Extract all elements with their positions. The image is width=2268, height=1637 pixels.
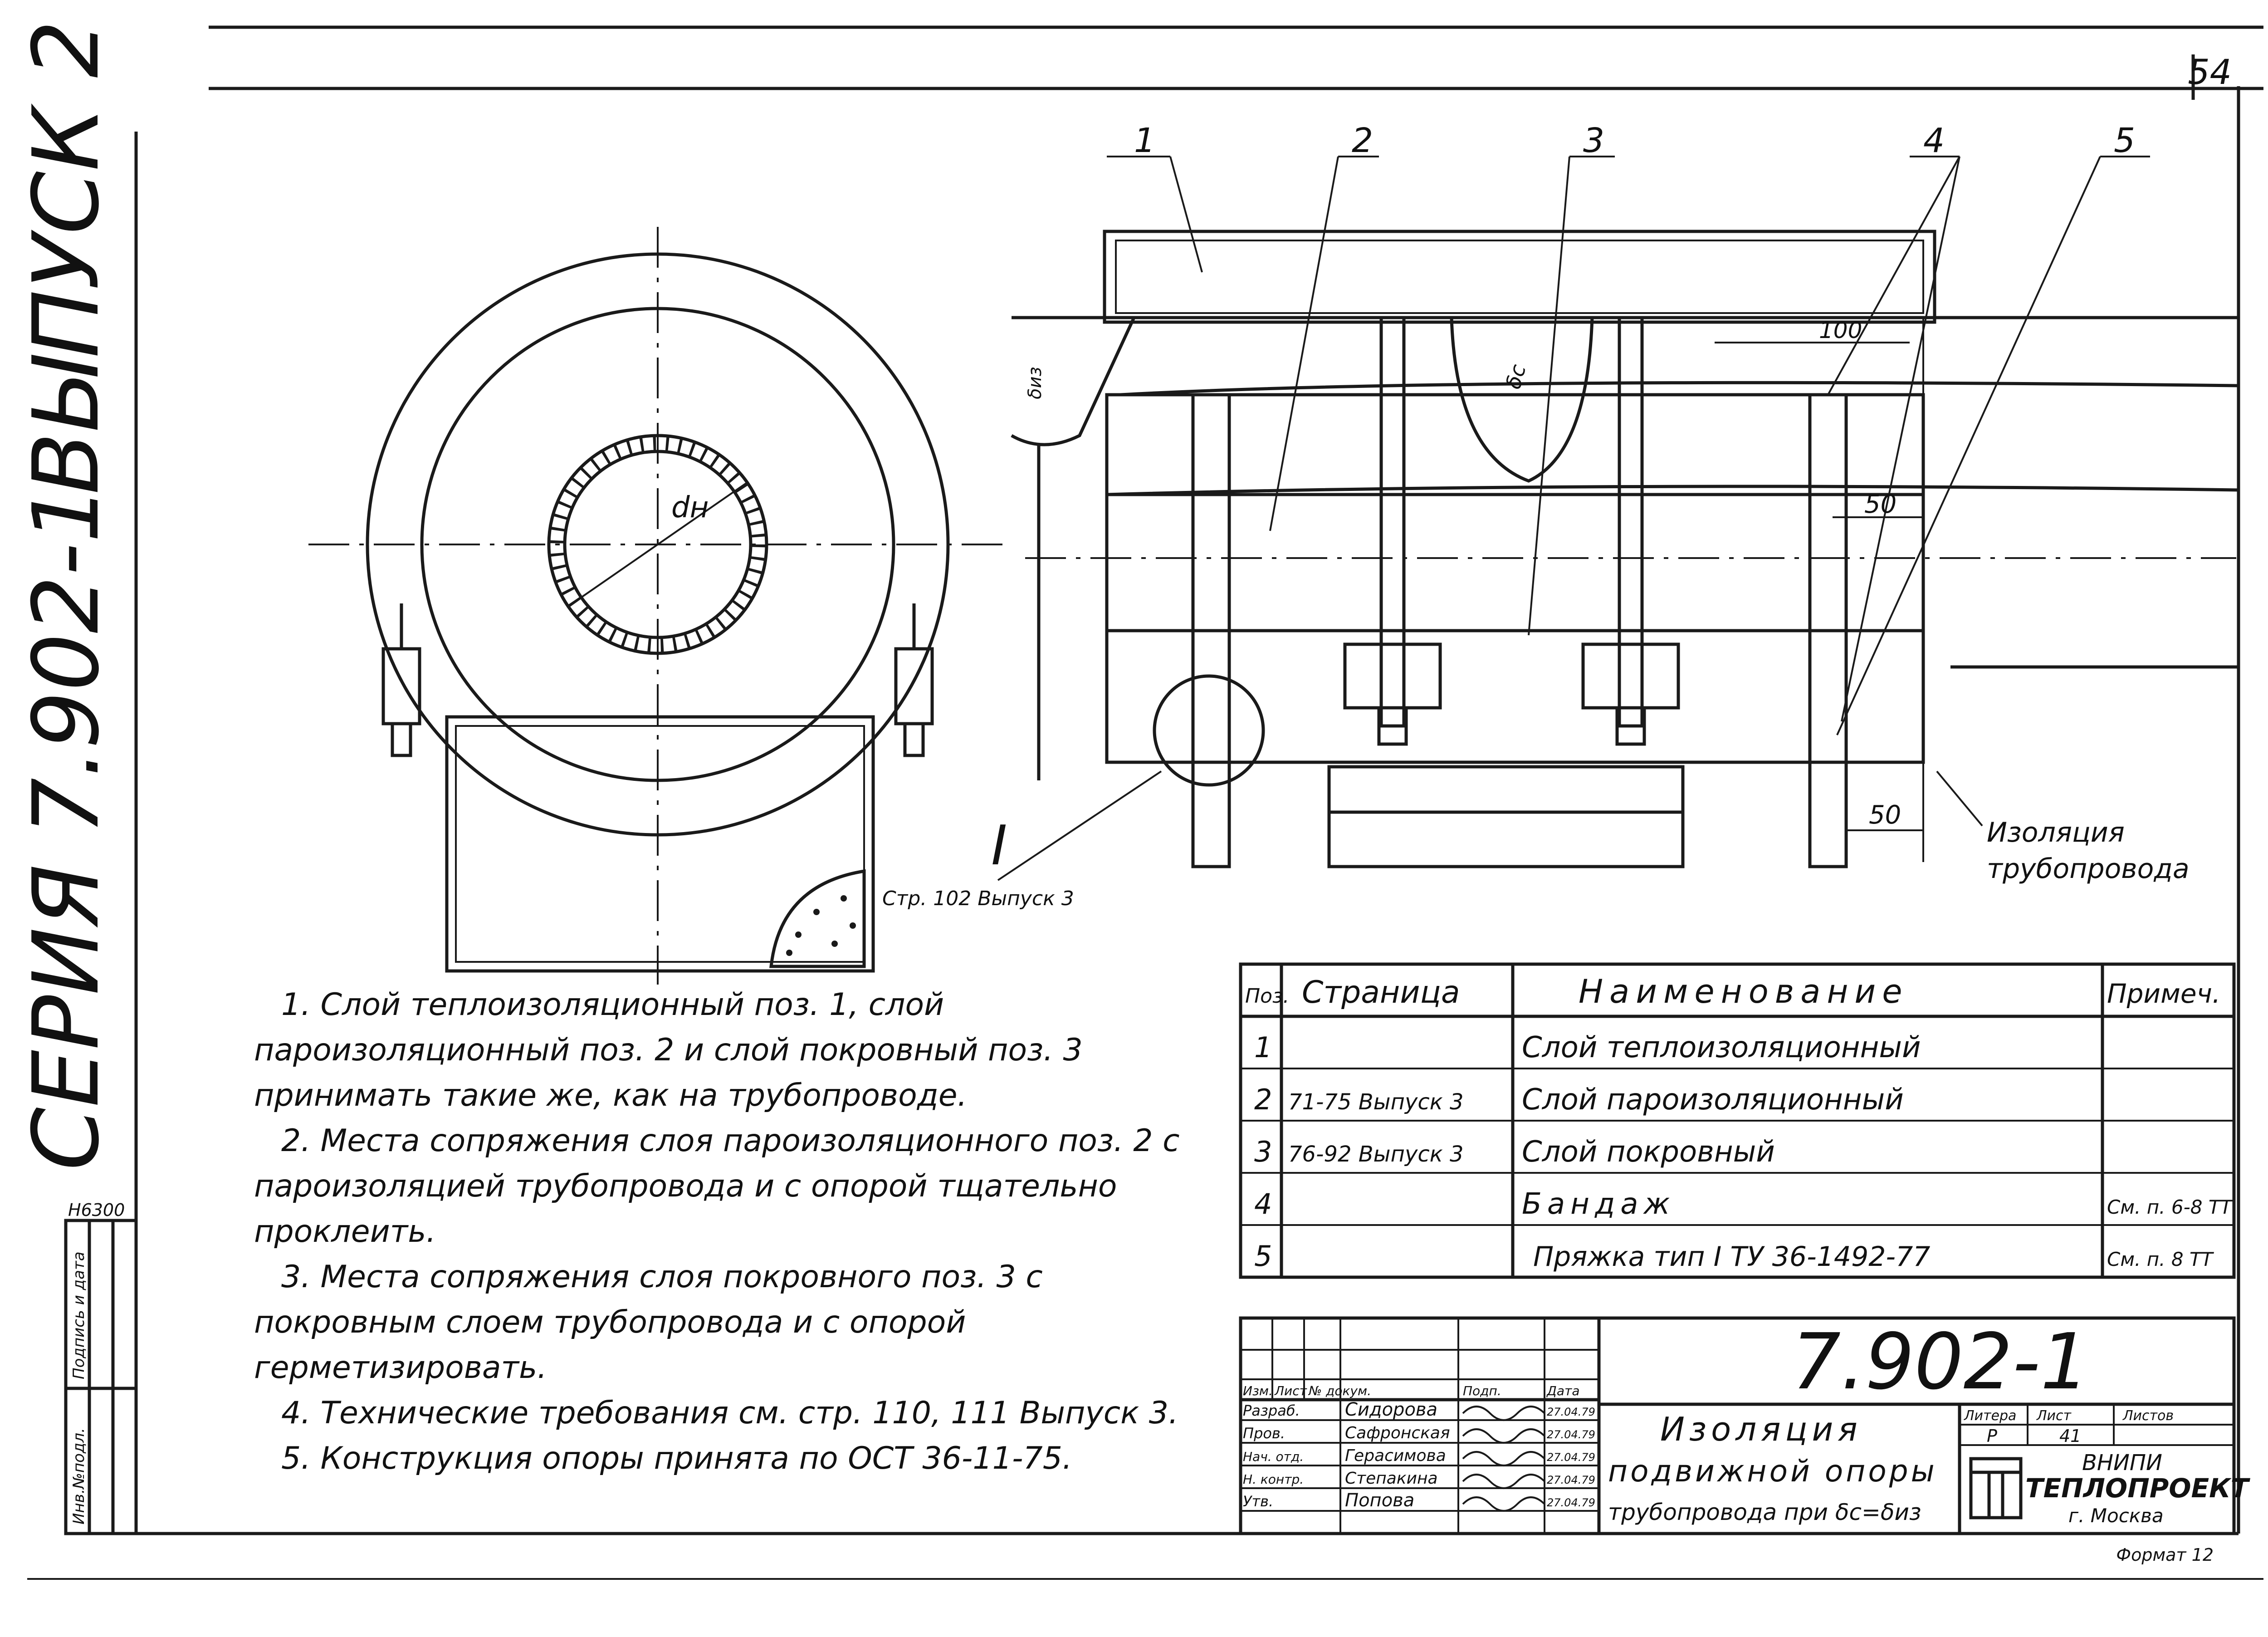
dim-50-top: 50 (1864, 490, 1897, 519)
tb-role-5: Утв. (1243, 1493, 1273, 1510)
title-block-header: Изм. Лист № докум. Подп. Дата (1243, 1383, 1580, 1398)
sheets-label: Листов (2122, 1408, 2174, 1424)
spec-row-2-page: 71-75 Выпуск 3 (1288, 1089, 1464, 1115)
org-line-1: ВНИПИ (2082, 1450, 2162, 1475)
dim-50-bottom: 50 (1869, 800, 1901, 830)
side-stamp-cell-1: Инв.№подл. (70, 1428, 88, 1524)
dim-dn: dн (671, 491, 709, 524)
elevation-view (997, 156, 2239, 881)
callout-5: 5 (2114, 121, 2135, 160)
tb-name-1: Сидорова (1345, 1399, 1437, 1420)
litera-value: Р (1987, 1426, 1997, 1446)
side-title-strip: СЕРИЯ 7.902-1 ВЫПУСК 2 (14, 20, 138, 1534)
general-notes: 1. Слой теплоизоляционный поз. 1, слой п… (254, 982, 1225, 1481)
side-stamp-cell-2: Подпись и дата (70, 1251, 88, 1379)
signature-scribbles (1462, 1406, 1545, 1512)
tb-header-sign: Подп. (1463, 1383, 1501, 1398)
drawing-title-2: подвижной опоры (1608, 1454, 1937, 1489)
spec-row-1-name: Слой теплоизоляционный (1522, 1031, 1921, 1064)
format-label: Формат 12 (2116, 1545, 2214, 1565)
callout-2: 2 (1352, 121, 1373, 160)
series-title: СЕРИЯ 7.902-1 (14, 485, 119, 1171)
tb-name-5: Попова (1345, 1490, 1414, 1511)
org-city: г. Москва (2068, 1505, 2164, 1527)
note-3: 3. Места сопряжения слоя покровного поз.… (254, 1259, 1043, 1386)
note-2: 2. Места сопряжения слоя пароизоляционно… (254, 1123, 1180, 1250)
callout-1: 1 (1134, 121, 1155, 160)
insulation-label-1: Изоляция (1987, 817, 2125, 848)
side-stamp-code: Н6300 (68, 1200, 125, 1220)
doc-number: 7.902-1 (1792, 1317, 2089, 1407)
sheet-frame (27, 25, 2263, 1580)
tb-header-date: Дата (1546, 1383, 1580, 1398)
tb-role-2: Пров. (1243, 1425, 1285, 1442)
insulation-label-2: трубопровода (1987, 853, 2190, 885)
tb-header-list: Лист (1274, 1383, 1307, 1398)
issue-title: ВЫПУСК 2 (14, 20, 119, 495)
spec-row-4-pos: 4 (1254, 1187, 1272, 1220)
drawing-title-1: Изоляция (1660, 1410, 1862, 1448)
spec-row-1-pos: 1 (1254, 1031, 1272, 1064)
tb-name-4: Степакина (1345, 1469, 1438, 1488)
sheet-label: Лист (2036, 1408, 2072, 1424)
callout-4: 4 (1923, 121, 1945, 160)
drawing-title-3: трубопровода при δс=δиз (1608, 1499, 1921, 1525)
section-view (308, 227, 1012, 985)
spec-header-note: Примеч. (2107, 978, 2220, 1009)
note-1: 1. Слой теплоизоляционный поз. 1, слой п… (254, 987, 1083, 1113)
tb-header-izm: Изм. (1243, 1383, 1273, 1398)
spec-row-5-pos: 5 (1254, 1240, 1272, 1273)
detail-mark: I (991, 814, 1007, 877)
org-line-2: ТЕПЛОПРОЕКТ (2025, 1473, 2251, 1504)
tb-name-3: Герасимова (1345, 1446, 1446, 1465)
spec-header-page: Страница (1302, 975, 1460, 1010)
tb-date-1: 27.04.79 (1547, 1406, 1595, 1418)
title-block (1239, 1316, 2236, 1535)
dim-100: 100 (1819, 317, 1862, 343)
dim-bc: δс (1501, 362, 1530, 392)
spec-row-4-name: Бандаж (1522, 1187, 1675, 1221)
tb-header-doc: № докум. (1308, 1383, 1371, 1398)
sheet-value: 41 (2059, 1426, 2081, 1446)
spec-row-4-note: См. п. 6-8 ТТ (2107, 1196, 2233, 1218)
spec-row-3-name: Слой покровный (1522, 1135, 1775, 1169)
note-5: 5. Конструкция опоры принята по ОСТ 36-1… (281, 1441, 1072, 1476)
foot-hatch (786, 895, 856, 956)
spec-row-2-name: Слой пароизоляционный (1522, 1083, 1904, 1117)
spec-row-5-note: См. п. 8 ТТ (2107, 1248, 2214, 1270)
spec-row-5-name: Пряжка тип I ТУ 36-1492-77 (1533, 1241, 1930, 1273)
side-stamp: Н6300 Инв.№подл. Подпись и дата (64, 1200, 138, 1535)
tb-date-3: 27.04.79 (1547, 1451, 1595, 1464)
note-4: 4. Технические требования см. стр. 110, … (281, 1395, 1178, 1431)
dim-biz: δиз (1025, 367, 1046, 399)
sheet-number: 54 (2188, 52, 2232, 92)
tb-role-3: Нач. отд. (1243, 1449, 1304, 1464)
spec-table (1239, 962, 2236, 1279)
tb-name-2: Сафронская (1345, 1424, 1450, 1442)
tb-date-2: 27.04.79 (1547, 1428, 1595, 1441)
tb-date-5: 27.04.79 (1547, 1496, 1595, 1509)
tb-role-1: Разраб. (1243, 1402, 1300, 1419)
detail-ref: Стр. 102 Выпуск 3 (882, 887, 1074, 910)
spec-header-name: Наименование (1579, 972, 1909, 1010)
spec-row-2-pos: 2 (1254, 1083, 1272, 1116)
callout-3: 3 (1583, 121, 1604, 160)
spec-row-3-page: 76-92 Выпуск 3 (1288, 1142, 1464, 1167)
title-block-signatures: Разраб. Пров. Нач. отд. Н. контр. Утв. С… (1243, 1399, 1595, 1512)
tb-date-4: 27.04.79 (1547, 1474, 1595, 1486)
spec-rows: 1 Слой теплоизоляционный 2 71-75 Выпуск … (1254, 1031, 2233, 1273)
tb-role-4: Н. контр. (1243, 1472, 1304, 1487)
spec-row-3-pos: 3 (1254, 1135, 1272, 1168)
spec-header-pos: Поз. (1245, 985, 1289, 1008)
litera-label: Литера (1964, 1408, 2016, 1424)
